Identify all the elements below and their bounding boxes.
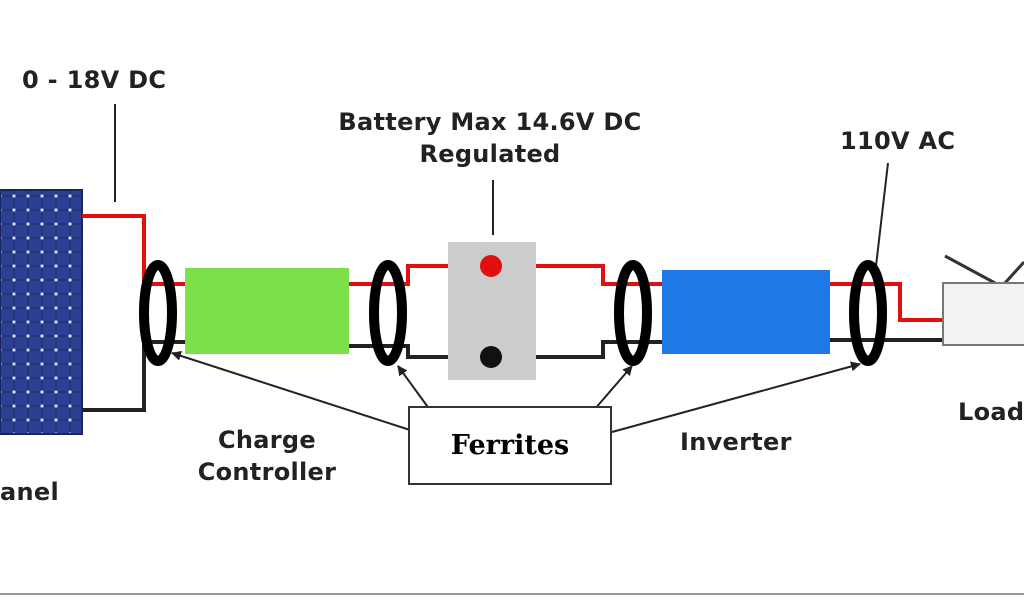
battery-label: Battery Max 14.6V DC Regulated — [338, 106, 641, 170]
ferrite-ring-3 — [614, 260, 652, 366]
ferrite-ring-1 — [139, 260, 177, 366]
inverter-label: Inverter — [680, 428, 792, 456]
ferrite-ring-2 — [369, 260, 407, 366]
inverter-box — [662, 270, 830, 354]
load-tv — [942, 254, 1024, 346]
ferrite-arrow-4 — [611, 361, 861, 433]
battery-inverter-negative-wire — [500, 340, 662, 359]
ferrites-callout-box: Ferrites — [408, 406, 612, 485]
ferrites-label: Ferrites — [450, 430, 570, 461]
battery-positive-terminal — [480, 255, 502, 277]
battery — [448, 242, 536, 380]
battery-inverter-positive-wire — [500, 264, 662, 286]
charge-controller-label-line1: Charge — [218, 426, 316, 454]
charge-controller-box — [185, 268, 349, 354]
battery-negative-terminal — [480, 346, 502, 368]
panel-label: anel — [0, 478, 59, 506]
inverter-load-positive-wire — [830, 282, 945, 322]
charge-controller-label-line2: Controller — [197, 458, 337, 486]
panel-voltage-label: 0 - 18V DC — [22, 66, 167, 94]
battery-label-line2: Regulated — [419, 140, 561, 168]
ferrite-arrow-3 — [593, 365, 633, 411]
ferrite-arrow-2 — [397, 365, 431, 411]
solar-panel — [0, 189, 83, 435]
ferrite-arrow-1 — [171, 351, 411, 431]
ac-voltage-leader — [875, 162, 889, 267]
ferrite-ring-4 — [849, 260, 887, 366]
load-label: Load — [958, 398, 1024, 426]
battery-label-line1: Battery Max 14.6V DC — [338, 108, 642, 136]
ac-voltage-label: 110V AC — [840, 127, 956, 155]
charge-controller-label: Charge Controller — [198, 424, 337, 488]
